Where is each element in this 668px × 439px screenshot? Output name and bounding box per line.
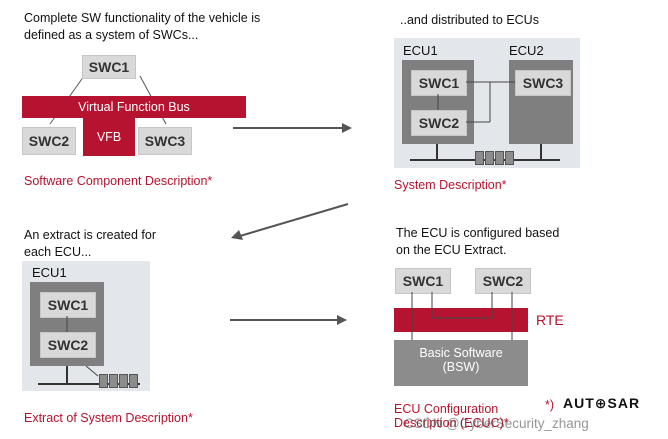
arrow-head-3 [337, 315, 347, 325]
step2-swc2: SWC2 [411, 110, 467, 136]
arrow-step2-step3 [239, 203, 349, 237]
step4-footer: ECU Configuration Description (ECUC)* [394, 402, 509, 430]
step3-swc1: SWC1 [40, 292, 96, 318]
rte-bar [394, 308, 528, 332]
step1-swc3: SWC3 [138, 127, 192, 155]
step4-swc2: SWC2 [475, 268, 531, 294]
step2-caption: ..and distributed to ECUs [400, 13, 539, 27]
step2-swc1: SWC1 [411, 70, 467, 96]
arrow-head-2 [231, 230, 243, 240]
step2-ecu2-label: ECU2 [509, 43, 544, 58]
step3-caption: An extract is created for each ECU... [24, 228, 157, 259]
virtual-function-bus: Virtual Function Bus [22, 96, 246, 118]
rte-label: RTE [536, 312, 564, 328]
step1-swc1: SWC1 [82, 55, 136, 79]
footnote-marker: *) [545, 398, 555, 412]
step3-footer: Extract of System Description* [24, 411, 193, 425]
autosar-logo: AUT⊕SAR [563, 395, 641, 411]
step2-bus-queue [475, 151, 514, 165]
arrow-head-1 [342, 123, 352, 133]
step4-caption: The ECU is configured based on the ECU E… [396, 226, 560, 257]
step1-footer: Software Component Description* [24, 174, 213, 188]
step3-swc2: SWC2 [40, 332, 96, 358]
step3-ecu1-label: ECU1 [32, 265, 67, 280]
step4-swc1: SWC1 [395, 268, 451, 294]
watermark: CSDN @CyberSecurity_zhang [404, 416, 589, 431]
basic-software: Basic Software (BSW) [394, 340, 528, 386]
vfb-block: VFB [83, 118, 135, 156]
step2-ecu1-label: ECU1 [403, 43, 438, 58]
step2-swc3: SWC3 [515, 70, 571, 96]
step3-bus-queue [99, 374, 138, 388]
step2-footer: System Description* [394, 178, 507, 192]
step1-caption: Complete SW functionality of the vehicle… [24, 11, 261, 42]
step1-swc2: SWC2 [22, 127, 76, 155]
